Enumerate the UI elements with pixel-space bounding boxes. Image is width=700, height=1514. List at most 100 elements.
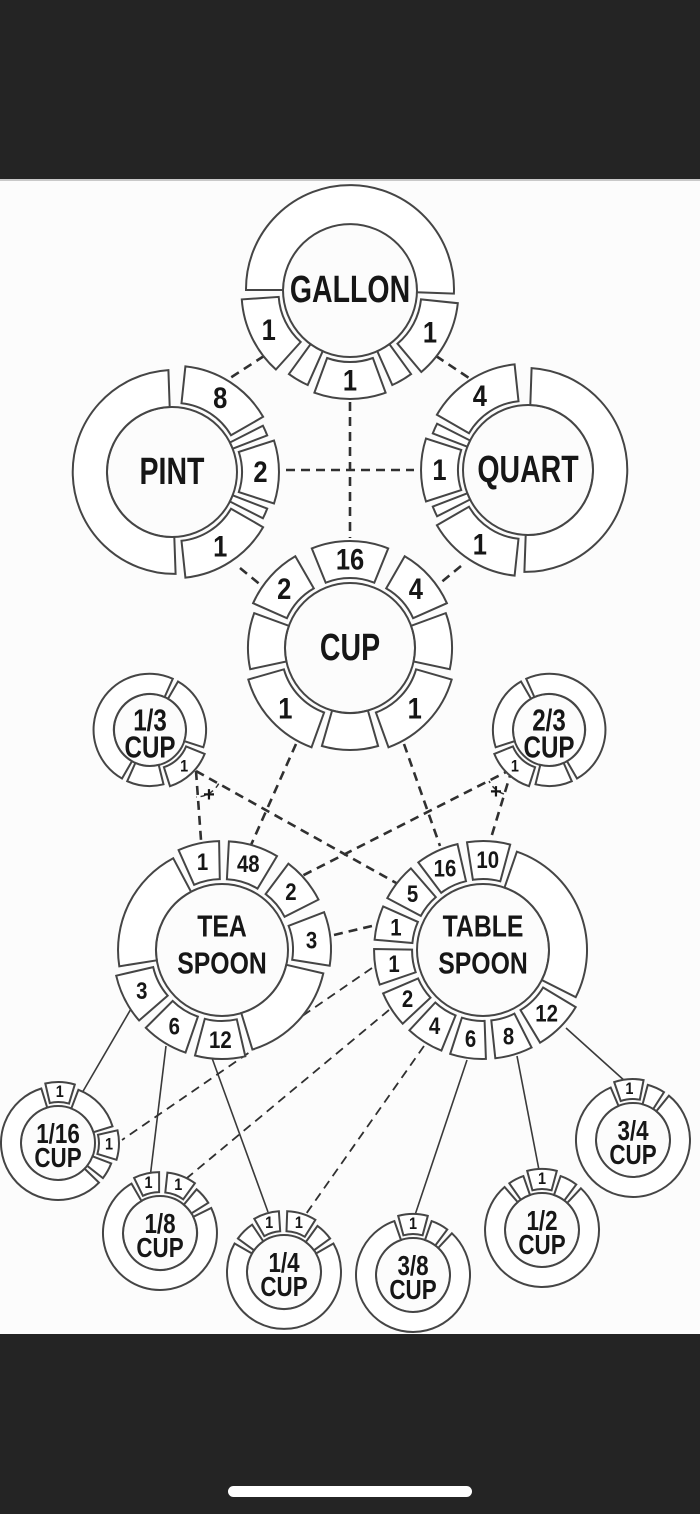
home-indicator[interactable] xyxy=(228,1486,472,1497)
segment-value: 6 xyxy=(465,1026,476,1053)
line-table8-halfcup xyxy=(516,1055,540,1171)
ring-arc xyxy=(552,1174,578,1202)
segment-value: 1 xyxy=(511,757,519,775)
node-label: CUP xyxy=(320,627,380,669)
segment-shape xyxy=(374,668,453,749)
segment-value: 5 xyxy=(407,881,418,908)
ring-segment: 8 xyxy=(180,365,265,437)
segment-shape xyxy=(240,295,303,371)
segment-shape xyxy=(310,539,390,585)
segment-value: 1 xyxy=(180,757,188,775)
ring-segment: 3 xyxy=(114,965,170,1022)
segment-shape xyxy=(96,1129,120,1162)
segment-value: 1 xyxy=(408,692,422,725)
ring-arc-shape xyxy=(552,1174,578,1202)
segment-shape xyxy=(114,965,170,1022)
segment-shape xyxy=(285,1210,317,1239)
ring-segment: 1 xyxy=(240,295,303,371)
content-top-divider xyxy=(0,179,700,181)
ring-arc-shape xyxy=(0,1087,101,1201)
ring-arc xyxy=(507,1174,532,1202)
node-label: TABLE xyxy=(443,909,524,943)
segment-shape xyxy=(180,507,265,579)
segment-value: 1 xyxy=(388,951,399,978)
ring-arc-shape xyxy=(641,1083,666,1111)
ring-segment: 1 xyxy=(525,1168,559,1192)
ring-arc-shape xyxy=(524,672,607,780)
ring-segment: 1 xyxy=(420,437,463,503)
ring-segment: 1 xyxy=(44,1081,77,1105)
line-tea3-sixteenthcup xyxy=(81,1001,136,1094)
segment-value: 8 xyxy=(503,1023,514,1050)
ring-arc xyxy=(166,680,208,749)
ring-segment: 10 xyxy=(465,840,512,883)
line-tea3-table1 xyxy=(333,923,377,937)
segment-shape xyxy=(384,554,449,620)
node-label-line2: SPOON xyxy=(438,946,528,980)
ring-arc-shape xyxy=(226,1242,342,1330)
ring-segment: 1 xyxy=(373,947,417,986)
ring-arc xyxy=(409,611,453,671)
segment-shape xyxy=(251,554,316,620)
segment-shape xyxy=(44,1081,77,1105)
ring-arc xyxy=(226,1242,342,1330)
ring-arc-shape xyxy=(503,850,588,999)
ring-arc xyxy=(236,1223,265,1252)
plus-arc-right xyxy=(488,780,505,795)
segment-value: 1 xyxy=(473,527,487,560)
ring-arc xyxy=(431,492,472,518)
line-table12-threequarterscup xyxy=(565,1027,627,1083)
bottom-letterbox-bar xyxy=(0,1334,700,1514)
ring-segment: 5 xyxy=(385,866,438,918)
ring-arc-shape xyxy=(244,184,455,295)
line-thirdcup-table5 xyxy=(195,769,399,886)
ring-arc-shape xyxy=(409,611,453,671)
segment-shape xyxy=(180,365,265,437)
node-sublabel: CUP xyxy=(389,1275,436,1306)
ring-segment: 1 xyxy=(396,298,459,374)
line-table4-quartercup xyxy=(305,1045,425,1215)
ring-arc-shape xyxy=(507,1174,532,1202)
segment-value: 3 xyxy=(136,977,147,1004)
segment-shape xyxy=(490,1012,533,1060)
segment-value: 1 xyxy=(390,914,401,941)
line-tea12-quartercup xyxy=(211,1057,269,1213)
line-thirdcup-tea1 xyxy=(194,770,203,841)
segment-value: 1 xyxy=(174,1176,182,1194)
node-sublabel: CUP xyxy=(523,730,574,765)
ring-arc-shape xyxy=(92,672,175,780)
ring-arc-shape xyxy=(431,422,472,448)
node-label: PINT xyxy=(140,451,205,493)
node-three-eighths-cup: 1 3/8 CUP xyxy=(355,1213,471,1333)
node-sublabel: CUP xyxy=(518,1230,565,1261)
ring-arc-shape xyxy=(228,494,269,520)
ring-arc-shape xyxy=(355,1219,471,1333)
plus-operator: + xyxy=(490,781,502,803)
ring-segment: 3 xyxy=(287,910,332,967)
plus-arc-left xyxy=(195,783,220,798)
ring-arc-shape xyxy=(575,1086,691,1198)
ring-segment: 1 xyxy=(373,905,420,945)
node-label: 3/8 xyxy=(397,1251,428,1282)
node-label: TEA xyxy=(197,909,247,943)
ring-arc-shape xyxy=(534,761,574,787)
ring-arc-shape xyxy=(304,1224,332,1252)
ring-arc xyxy=(503,850,588,999)
ring-segment: 1 xyxy=(313,356,387,400)
ring-arc xyxy=(484,1185,600,1288)
node-label: 1/16 xyxy=(36,1119,80,1150)
line-twothirds-table10 xyxy=(489,768,514,839)
ring-arc xyxy=(641,1083,666,1111)
ring-arc xyxy=(375,342,413,387)
segment-value: 1 xyxy=(213,529,227,562)
node-tablespoon: 10 16 5 1 1 2 4 6 8 12 TABLE SPOON xyxy=(373,840,588,1060)
node-label: 1/3 xyxy=(133,703,167,738)
ring-arc xyxy=(431,422,472,448)
segment-value: 1 xyxy=(105,1136,113,1154)
segment-value: 1 xyxy=(144,1174,152,1192)
ring-arc xyxy=(575,1086,691,1198)
node-sublabel: CUP xyxy=(124,730,175,765)
node-pint: 8 2 1 PINT xyxy=(71,365,280,579)
ring-segment: 4 xyxy=(435,363,520,435)
line-cup-teaspoon48 xyxy=(249,743,298,846)
